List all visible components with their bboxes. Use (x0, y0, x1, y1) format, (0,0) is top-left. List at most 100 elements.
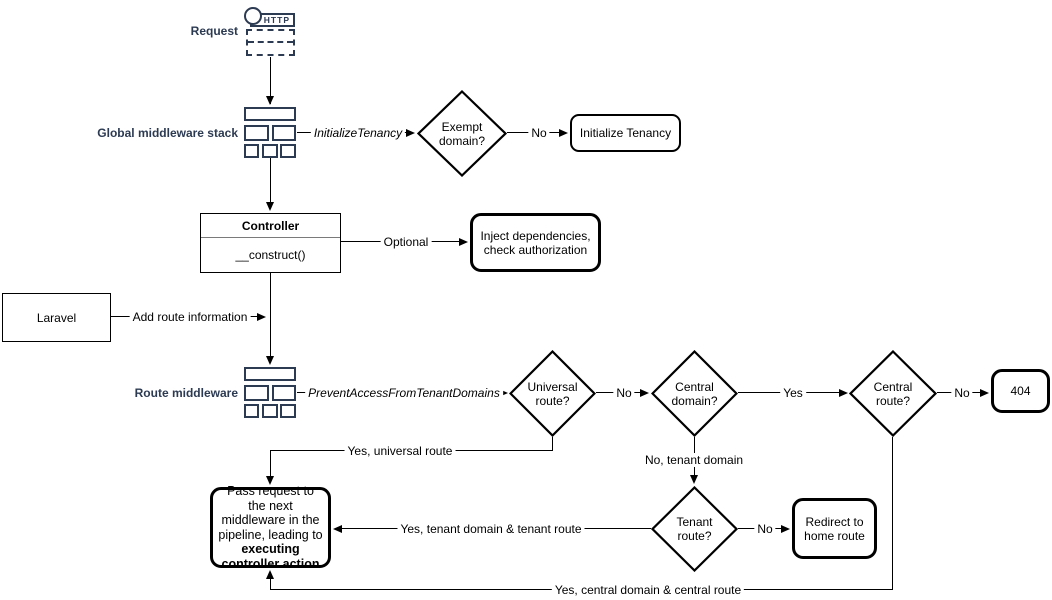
connector-global-middleware-to-controller (270, 157, 271, 203)
edge-label-add-route-information: Add route information (129, 310, 251, 324)
http-body-divider (248, 31, 293, 43)
edge-label-universal-yes: Yes, universal route (344, 444, 456, 458)
edge-label-tenant-yes: Yes, tenant domain & tenant route (397, 522, 585, 536)
node-404: 404 (991, 369, 1050, 413)
decision-label: Exempt domain? (438, 119, 486, 148)
middleware-stack-icon (244, 107, 296, 158)
route-middleware-label: Route middleware (134, 386, 238, 400)
diamond-shape (651, 350, 738, 437)
node-inject-dependencies: Inject dependencies, check authorization (470, 213, 601, 272)
node-label: Laravel (36, 310, 77, 325)
decision-central-domain: Central domain? (651, 350, 738, 437)
controller-title: Controller (201, 214, 340, 238)
decision-text: Tenant route? (651, 486, 738, 572)
middleware-stack-icon (244, 367, 296, 418)
stack-cell (280, 144, 296, 158)
edge-label-central-domain-no: No, tenant domain (641, 453, 747, 467)
stack-cell (244, 107, 296, 121)
stack-cell (244, 384, 269, 401)
diamond-shape (651, 486, 738, 572)
edge-label-central-domain-yes: Yes (780, 386, 806, 400)
stack-cell (244, 404, 259, 418)
stack-cell (261, 144, 278, 158)
decision-label: Central route? (873, 379, 913, 408)
node-label: Initialize Tenancy (579, 126, 672, 140)
pass-request-bold-text: executing controller action (221, 542, 320, 571)
arrowhead-into-central-route (839, 389, 848, 397)
node-initialize-tenancy: Initialize Tenancy (570, 114, 681, 152)
stack-cell (272, 384, 296, 401)
connector-request-to-global-middleware (270, 57, 271, 104)
decision-central-route: Central route? (849, 350, 937, 437)
edge-label-prevent-access: PreventAccessFromTenantDomains (305, 386, 503, 400)
pass-request-text: Pass request to the next middleware in t… (218, 484, 323, 542)
controller-method: __construct() (235, 248, 306, 262)
decision-tenant-route: Tenant route? (651, 486, 738, 572)
connector-universal-yes-segment-into-pass (270, 451, 271, 478)
edge-label-central-route-no: No (951, 386, 973, 400)
stack-cell (244, 124, 269, 141)
node-pass-request: Pass request to the next middleware in t… (210, 484, 331, 571)
stack-row (244, 384, 296, 401)
arrowhead-into-tenant (690, 475, 698, 484)
request-label: Request (190, 24, 238, 38)
node-label: Inject dependencies, check authorization (480, 228, 591, 257)
edge-label-universal-no: No (613, 386, 635, 400)
stack-row (244, 367, 296, 381)
node-laravel: Laravel (2, 293, 111, 342)
stack-row (244, 404, 296, 418)
node-label: Redirect to home route (804, 514, 865, 543)
stack-cell (272, 124, 296, 141)
http-caption: HTTP (263, 15, 290, 25)
arrowhead-into-exempt (406, 129, 415, 137)
stack-row (244, 144, 296, 158)
decision-label: Tenant route? (676, 515, 713, 543)
decision-text: Central route? (849, 350, 937, 437)
decision-universal-route: Universal route? (509, 350, 596, 437)
arrowhead-into-redirect (781, 525, 790, 533)
edge-label-tenant-no: No (754, 522, 776, 536)
edge-label-optional: Optional (380, 235, 432, 249)
arrowhead-into-pass-bottom (266, 570, 274, 579)
stack-cell (280, 404, 296, 418)
diamond-shape (509, 350, 596, 437)
stack-cell (261, 404, 278, 418)
connector-universal-yes-segment-down (552, 437, 553, 451)
arrowhead-into-route-middleware (266, 356, 274, 365)
node-controller: Controller __construct() (200, 213, 341, 273)
http-circle-glyph (244, 7, 262, 25)
global-middleware-stack-label: Global middleware stack (97, 126, 238, 140)
arrowhead-into-pass-top (266, 476, 274, 485)
arrowhead-into-pass-right (333, 525, 342, 533)
decision-exempt-domain: Exempt domain? (417, 90, 507, 177)
connector-controller-to-route-middleware (270, 273, 271, 360)
arrowhead-into-central-domain (640, 389, 649, 397)
node-label: 404 (1010, 384, 1031, 398)
decision-text: Central domain? (651, 350, 738, 437)
arrowhead-into-controller (266, 202, 274, 211)
node-label: Pass request to the next middleware in t… (217, 484, 324, 571)
decision-text: Universal route? (509, 350, 596, 437)
stack-cell (244, 144, 259, 158)
connector-central-route-yes-up-into-pass (270, 572, 271, 590)
arrowhead-into-initialize-tenancy (559, 129, 568, 137)
edge-label-initialize-tenancy: InitializeTenancy (310, 126, 406, 140)
arrowhead-into-inject (459, 238, 468, 246)
stack-cell (244, 367, 296, 381)
arrowhead-into-global-middleware (266, 96, 274, 105)
diamond-shape (849, 350, 937, 437)
stack-row (244, 124, 296, 141)
arrowhead-into-universal (499, 389, 508, 397)
decision-text: Exempt domain? (417, 90, 507, 177)
decision-label: Universal route? (527, 379, 578, 408)
arrowhead-into-404 (980, 389, 989, 397)
stack-row (244, 107, 296, 121)
decision-label: Central domain? (671, 379, 718, 408)
diamond-shape (417, 90, 507, 177)
node-redirect-home: Redirect to home route (792, 498, 877, 559)
arrowhead-laravel-join (257, 313, 266, 321)
edge-label-central-route-yes: Yes, central domain & central route (551, 583, 745, 597)
edge-label-exempt-no: No (528, 126, 550, 140)
connector-central-route-yes-down (892, 437, 893, 590)
